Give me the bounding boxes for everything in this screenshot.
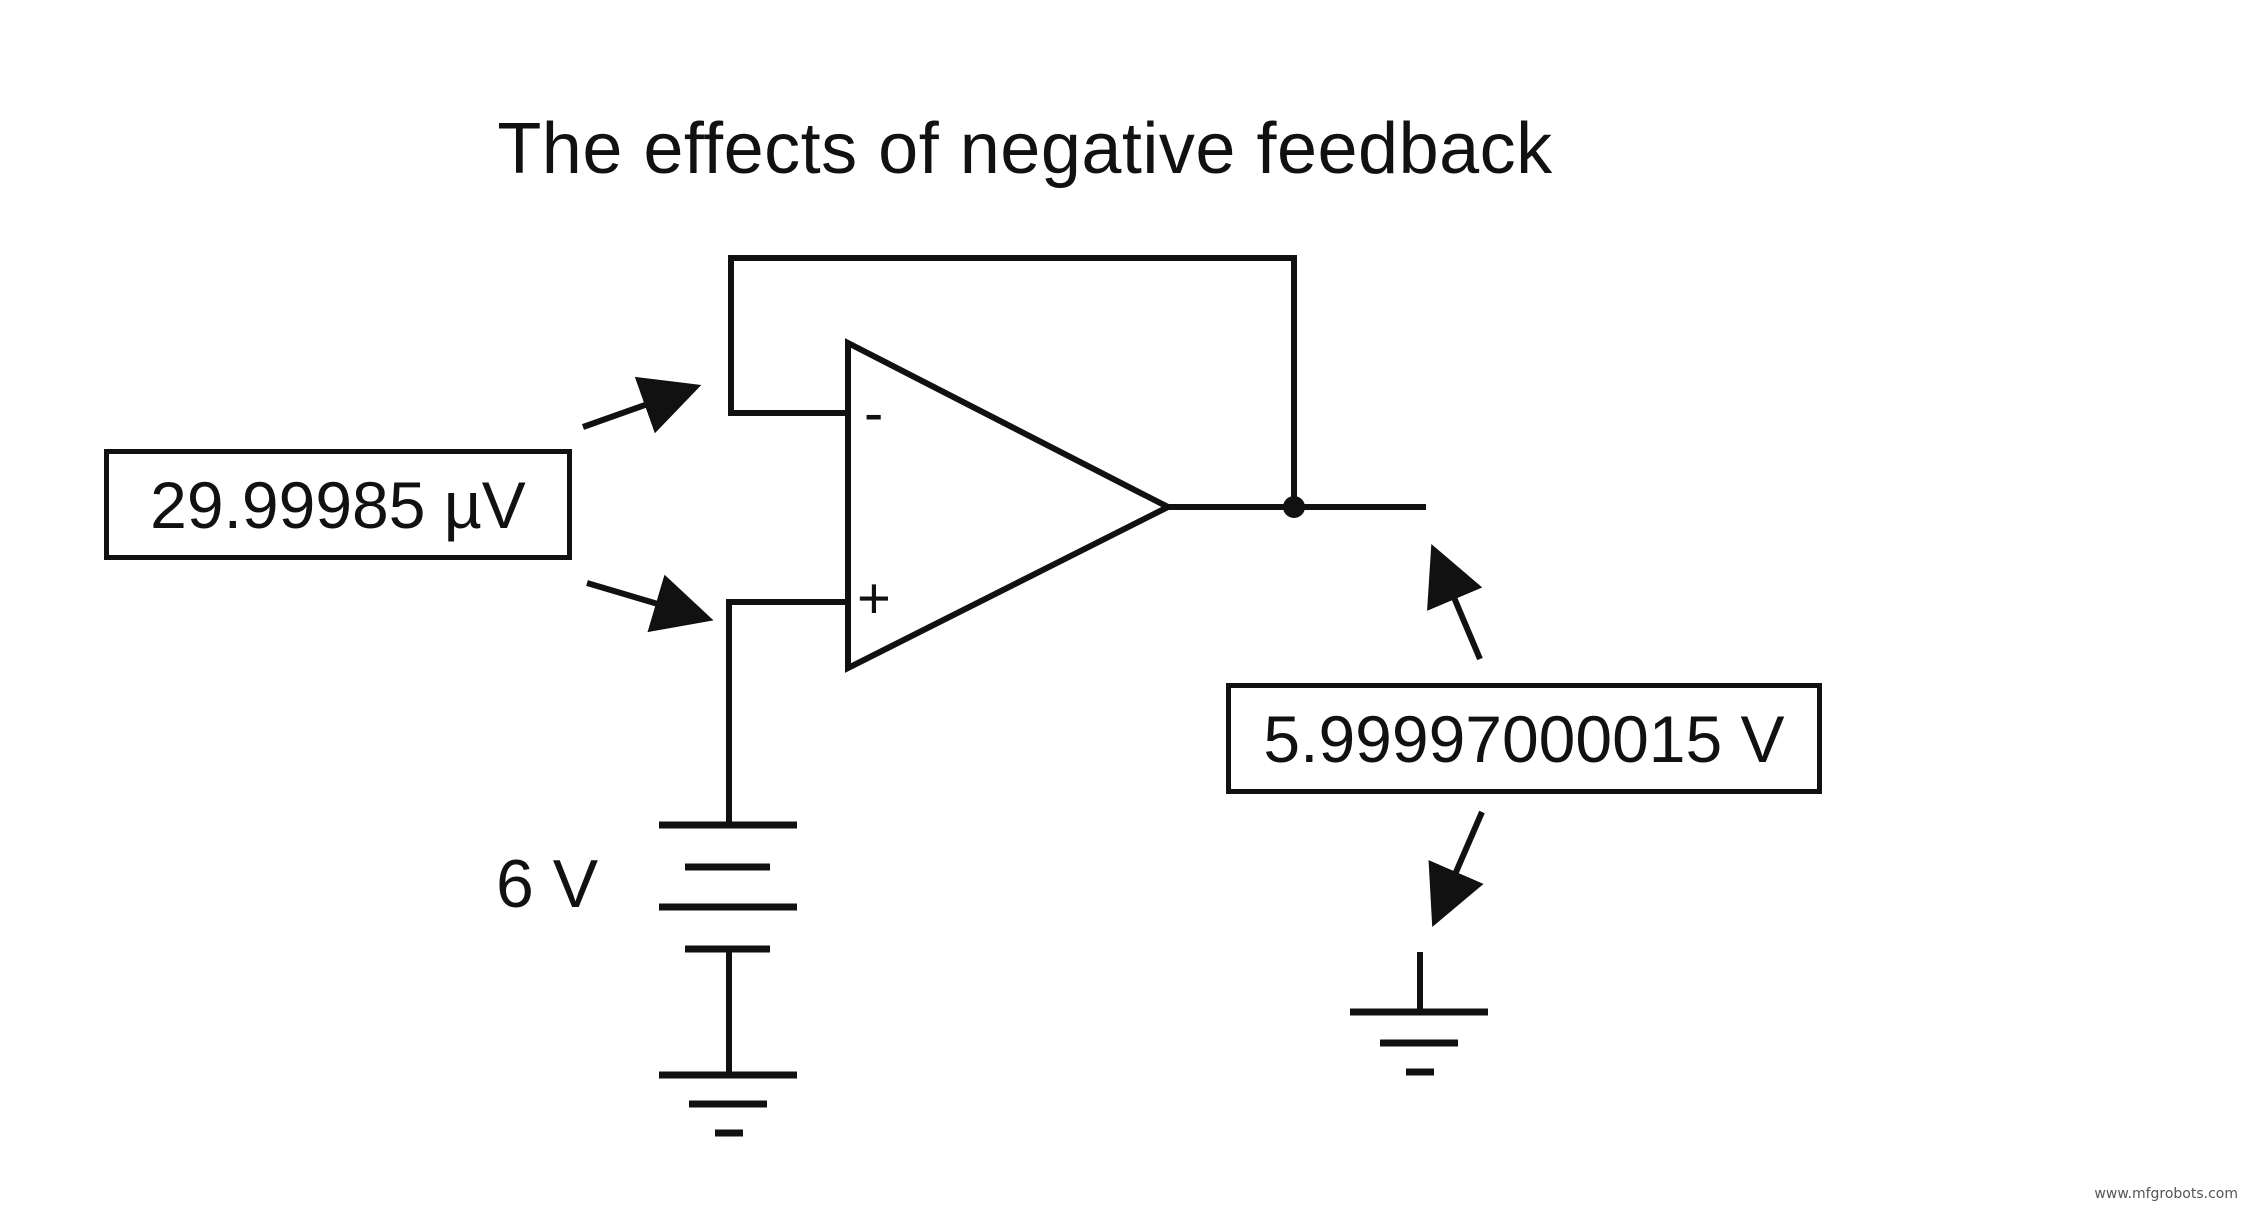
inverting-input-symbol: - [864, 381, 884, 446]
arrow-icon [586, 574, 714, 633]
battery-icon [659, 821, 797, 953]
arrow-icon [581, 376, 702, 434]
watermark: www.mfgrobots.com [2094, 1186, 2238, 1202]
battery-voltage-label: 6 V [496, 846, 599, 922]
noninverting-input-symbol: + [857, 566, 891, 631]
ground-icon [659, 1071, 797, 1137]
feedback-wire [728, 255, 1297, 507]
arrow-icon [1427, 543, 1483, 661]
diagram-title: The effects of negative feedback [497, 109, 1553, 189]
op-amp-triangle-icon [845, 338, 1175, 673]
junction-dot-icon [1283, 496, 1305, 518]
arrow-icon [1428, 810, 1485, 928]
ground-icon [1350, 1008, 1488, 1076]
noninverting-input-wire [726, 599, 848, 825]
output-voltage-label: 5.99997000015 V [1226, 683, 1822, 794]
input-differential-voltage-label: 29.99985 µV [104, 449, 572, 560]
